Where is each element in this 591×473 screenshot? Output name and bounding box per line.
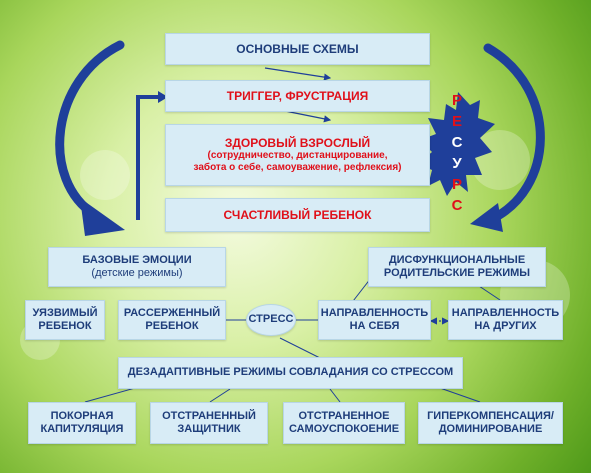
box-detached-protector: ОТСТРАНЕННЫЙ ЗАЩИТНИК (150, 402, 268, 444)
trigger-label: ТРИГГЕР, ФРУСТРАЦИЯ (226, 88, 369, 103)
box-basic-emotions: БАЗОВЫЕ ЭМОЦИИ (детские режимы) (48, 247, 226, 287)
resource-starburst (418, 92, 495, 196)
happy-child-label: СЧАСТЛИВЫЙ РЕБЕНОК (223, 207, 372, 222)
box-maladaptive-coping: ДЕЗАДАПТИВНЫЕ РЕЖИМЫ СОВЛАДАНИЯ СО СТРЕС… (118, 357, 463, 389)
coping-line-3 (329, 388, 341, 403)
right-curved-arrow (483, 43, 545, 225)
left-curved-arrow (55, 40, 125, 220)
resource-letter: Р (451, 92, 462, 109)
others-directed-line1: НАПРАВЛЕННОСТЬ (451, 306, 560, 319)
others-directed-line2: НА ДРУГИХ (474, 320, 537, 332)
resource-vertical-label: Р Е С У Р С (440, 92, 474, 222)
box-overcompensation: ГИПЕРКОМПЕНСАЦИЯ/ ДОМИНИРОВАНИЕ (418, 402, 563, 444)
parental-modes-line2: РОДИТЕЛЬСКИЕ РЕЖИМЫ (383, 267, 531, 279)
compliant-surrender-line1: ПОКОРНАЯ (50, 409, 114, 422)
resource-letter: Е (451, 113, 462, 130)
detached-self-soother-line2: САМОУСПОКОЕНИЕ (288, 423, 400, 435)
box-angry-child: РАССЕРЖЕННЫЙ РЕБЕНОК (118, 300, 226, 340)
resource-letter: С (451, 197, 463, 214)
box-stress: СТРЕСС (246, 304, 296, 336)
box-compliant-surrender: ПОКОРНАЯ КАПИТУЛЯЦИЯ (28, 402, 136, 444)
stress-label: СТРЕСС (248, 313, 294, 326)
vulnerable-child-line2: РЕБЕНОК (38, 320, 92, 332)
box-others-directed: НАПРАВЛЕННОСТЬ НА ДРУГИХ (448, 300, 563, 340)
compliant-surrender-line2: КАПИТУЛЯЦИЯ (40, 423, 124, 435)
resource-letter: У (452, 155, 462, 172)
elbow-arrow (136, 95, 162, 220)
coping-line-2 (209, 388, 231, 403)
detached-self-soother-line1: ОТСТРАНЕННОЕ (298, 409, 390, 422)
right-curved-arrowhead (470, 203, 503, 232)
healthy-adult-line2: забота о себе, самоуважение, рефлексия) (193, 162, 402, 174)
box-parental-modes: ДИСФУНКЦИОНАЛЬНЫЕ РОДИТЕЛЬСКИЕ РЕЖИМЫ (368, 247, 546, 287)
overcompensation-line1: ГИПЕРКОМПЕНСАЦИЯ/ (427, 409, 554, 422)
box-happy-child: СЧАСТЛИВЫЙ РЕБЕНОК (165, 198, 430, 232)
healthy-adult-line1: (сотрудничество, дистанцирование, (207, 150, 388, 162)
self-directed-line1: НАПРАВЛЕННОСТЬ (320, 306, 429, 319)
angry-child-line2: РЕБЕНОК (145, 320, 199, 332)
stress-line-down (279, 337, 321, 359)
basic-schemes-label: ОСНОВНЫЕ СХЕМЫ (236, 41, 359, 56)
background-bokeh (80, 150, 130, 200)
box-healthy-adult: ЗДОРОВЫЙ ВЗРОСЛЫЙ (сотрудничество, диста… (165, 124, 430, 186)
basic-emotions-line2: (детские режимы) (91, 267, 183, 279)
angry-child-line1: РАССЕРЖЕННЫЙ (123, 306, 221, 319)
maladaptive-coping-label: ДЕЗАДАПТИВНЫЕ РЕЖИМЫ СОВЛАДАНИЯ СО СТРЕС… (127, 366, 454, 379)
box-vulnerable-child: УЯЗВИМЫЙ РЕБЕНОК (25, 300, 105, 340)
box-self-directed: НАПРАВЛЕННОСТЬ НА СЕБЯ (318, 300, 431, 340)
box-trigger-frustration: ТРИГГЕР, ФРУСТРАЦИЯ (165, 80, 430, 112)
box-detached-self-soother: ОТСТРАНЕННОЕ САМОУСПОКОЕНИЕ (283, 402, 405, 444)
resource-letter: С (451, 134, 463, 151)
basic-emotions-line1: БАЗОВЫЕ ЭМОЦИИ (82, 253, 192, 266)
self-directed-line2: НА СЕБЯ (349, 320, 400, 332)
healthy-adult-title: ЗДОРОВЫЙ ВЗРОСЛЫЙ (224, 135, 371, 150)
schemes-to-trigger-arrow (264, 67, 332, 81)
detached-protector-line2: ЗАЩИТНИК (177, 423, 241, 435)
resource-letter: Р (451, 176, 462, 193)
left-curved-arrowhead (80, 198, 125, 236)
elbow-arrowhead (158, 91, 168, 103)
box-basic-schemes: ОСНОВНЫЕ СХЕМЫ (165, 33, 430, 65)
vulnerable-child-line1: УЯЗВИМЫЙ (32, 306, 98, 319)
overcompensation-line2: ДОМИНИРОВАНИЕ (438, 423, 543, 435)
parental-modes-line1: ДИСФУНКЦИОНАЛЬНЫЕ (388, 253, 526, 266)
detached-protector-line1: ОТСТРАНЕННЫЙ (162, 409, 256, 422)
